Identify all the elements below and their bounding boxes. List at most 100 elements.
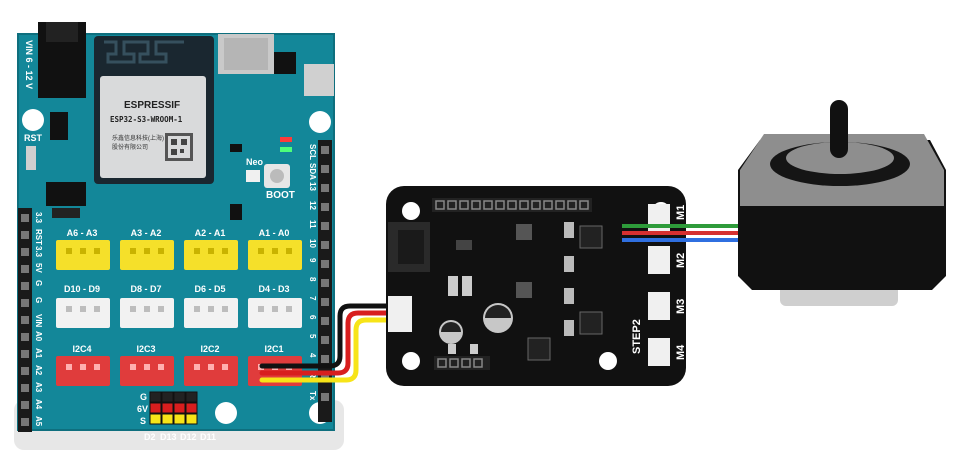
right-pin [321,336,329,344]
analog-label: A3 - A2 [131,228,162,238]
driver-header-pin [531,200,541,210]
vin-label: VIN 6 - 12 V [24,40,34,89]
left-pin-label: VIN [34,314,43,328]
left-pin [21,316,29,324]
mount-hole [215,402,237,424]
driver-header-pin [449,358,459,368]
right-pin [321,203,329,211]
left-pin-label: 3.3 [34,246,43,258]
gvs-pin [161,413,174,425]
digital-label: D10 - D9 [64,284,100,294]
gvs-col-d11: D11 [200,432,216,442]
left-pin [21,231,29,239]
left-pin [21,265,29,273]
gvs-pin [149,413,162,425]
driver-header-pin [555,200,565,210]
gvs-col-d12: D12 [180,432,197,442]
right-pin [321,222,329,230]
port-m2-connector [648,246,670,274]
left-pin [21,282,29,290]
analog-label: A1 - A0 [259,228,290,238]
led-green [280,147,292,152]
gvs-pin [185,402,198,414]
right-pin [321,241,329,249]
wire-black [259,303,393,369]
port-m2-label: M2 [675,253,687,268]
left-pin-label: A0 [34,331,43,342]
gvs-pin [161,402,174,414]
left-pin-label: A3 [34,382,43,393]
digital-connector [120,298,174,328]
left-pin-label: A4 [34,399,43,410]
gvs-pin [161,391,174,403]
stepper-driver-board: M1 M2 M3 M4 STEP2 [386,186,687,386]
analog-connector [120,240,174,270]
right-pin-label: 6 [308,315,317,320]
left-pin-label: A5 [34,416,43,427]
driver-input-connector [388,296,412,332]
left-pin-label: RST [34,229,43,245]
motor-wires [622,224,760,242]
gvs-pin [173,402,186,414]
left-pin-label: G [34,280,43,286]
left-pin-label: A2 [34,365,43,376]
left-pin-label: 5V [34,263,43,273]
i2c-label: I2C1 [264,344,283,354]
left-pin-label: 3.3 [34,212,43,224]
right-pin [321,355,329,363]
module-brand: ESPRESSIF [124,100,180,111]
port-m4-label: M4 [675,344,687,360]
driver-header-pin [483,200,493,210]
digital-connector-row: D10 - D9 D8 - D7 D6 - D5 D4 - D3 [56,284,302,328]
driver-header-pin [435,200,445,210]
i2c-connector [120,356,174,386]
driver-header-pin [459,200,469,210]
i2c-label: I2C4 [72,344,91,354]
gvs-col-d2: D2 [144,432,156,442]
left-pin [21,350,29,358]
analog-connector [184,240,238,270]
gvs-col-d13: D13 [160,432,177,442]
driver-header-pin [495,200,505,210]
digital-connector [56,298,110,328]
digital-label: D4 - D3 [258,284,289,294]
mount-hole [309,111,331,133]
right-pin-label: 12 [308,201,317,210]
right-pin [321,184,329,192]
left-pin [21,333,29,341]
analog-label: A2 - A1 [195,228,226,238]
right-pin-label: 13 [308,182,317,191]
driver-header-pin [567,200,577,210]
gvs-label-s: S [140,416,146,426]
signal-wires [259,303,393,383]
module-maker-line2: 股份有限公司 [112,143,148,151]
right-pin-label: 5 [308,334,317,339]
right-pin [321,260,329,268]
left-pin [21,214,29,222]
driver-header-pin [543,200,553,210]
boot-label: BOOT [266,190,295,201]
rst-label: RST [24,133,43,143]
digital-label: D6 - D5 [194,284,225,294]
right-pin-label: Rx [308,372,317,383]
port-m3-connector [648,292,670,320]
wire-yellow [259,317,393,383]
analog-connector [56,240,110,270]
neopixel-led [246,170,260,182]
right-pin-label: Tx [308,391,317,401]
analog-label: A6 - A3 [67,228,98,238]
right-pin-label: 10 [308,239,317,248]
motor-shaft [830,100,848,158]
driver-header-pin [507,200,517,210]
digital-label: D8 - D7 [130,284,161,294]
analog-connector-row: A6 - A3 A3 - A2 A2 - A1 A1 - A0 [56,228,302,270]
digital-connector [184,298,238,328]
left-pin [21,367,29,375]
analog-connector [248,240,302,270]
right-pin-label: 9 [308,258,317,263]
left-pin [21,248,29,256]
left-pin [21,418,29,426]
led-red [280,137,292,142]
right-pin-label: 4 [308,353,317,358]
stepper-motor [738,100,946,306]
